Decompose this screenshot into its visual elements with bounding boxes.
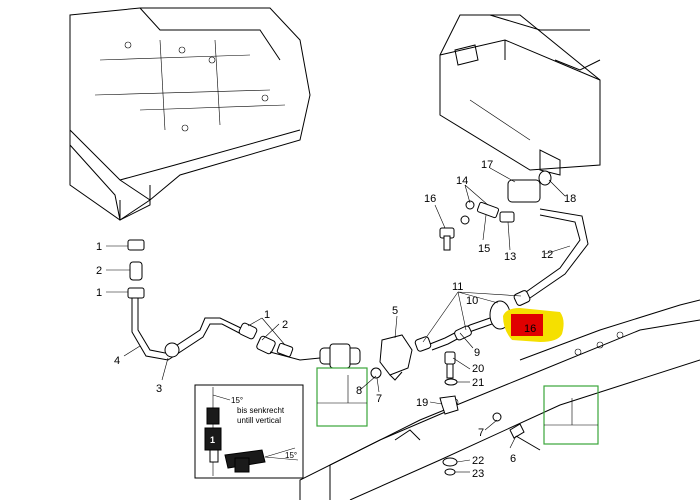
- callout-7: 7: [478, 427, 484, 439]
- callout-14: 14: [456, 175, 468, 187]
- callout-3: 3: [156, 383, 162, 395]
- callout-1: 1: [96, 241, 102, 253]
- chassis-frame: [299, 299, 700, 500]
- callout-19: 19: [416, 397, 428, 409]
- callout-17: 17: [481, 159, 493, 171]
- leader-lines: [106, 167, 571, 473]
- highlight-part-16: [503, 308, 564, 342]
- callout-18: 18: [564, 193, 576, 205]
- callout-16: 16: [424, 193, 436, 205]
- callout-6: 6: [510, 453, 516, 465]
- callout-4: 4: [114, 355, 120, 367]
- callout-23: 23: [472, 468, 484, 480]
- floor-panel-assembly: [69, 7, 311, 221]
- callout-20: 20: [472, 363, 484, 375]
- tank-housing: [439, 14, 601, 176]
- callout-1: 1: [96, 287, 102, 299]
- callout-12: 12: [541, 249, 553, 261]
- callout-5: 5: [392, 305, 398, 317]
- filter-assembly: [439, 170, 552, 251]
- reference-box-right: [543, 385, 599, 445]
- callout-15: 15: [478, 243, 490, 255]
- callout-11: 11: [452, 281, 463, 293]
- inset-angle-top: 15°: [231, 396, 243, 405]
- callout-numbers: 1 2 1 4 3 1 2 5 8 7 9 11 10 16 14 17 18 …: [96, 159, 576, 480]
- callout-8: 8: [356, 385, 362, 397]
- installation-angle-inset: 15° bis senkrecht untill vertical 15° 1: [194, 384, 304, 479]
- callout-21: 21: [472, 377, 484, 389]
- callout-2: 2: [282, 319, 288, 331]
- bracket-hardware: [439, 351, 541, 476]
- inset-text-vertical-de: bis senkrecht: [237, 406, 285, 415]
- left-fuel-line: [127, 239, 321, 361]
- callout-2: 2: [96, 265, 102, 277]
- callout-1: 1: [264, 309, 270, 321]
- callout-10: 10: [466, 295, 478, 307]
- callout-9: 9: [474, 347, 480, 359]
- inset-text-vertical-en: untill vertical: [237, 416, 281, 425]
- callout-22: 22: [472, 455, 484, 467]
- reference-box-left: [316, 367, 368, 427]
- fuel-pump-assembly: [319, 208, 589, 381]
- callout-13: 13: [504, 251, 516, 263]
- callout-16: 16: [524, 323, 536, 335]
- green-reference-boxes: [316, 367, 599, 445]
- inset-angle-bottom: 15°: [285, 451, 297, 460]
- inset-marker: 1: [210, 435, 215, 445]
- callout-7: 7: [376, 393, 382, 405]
